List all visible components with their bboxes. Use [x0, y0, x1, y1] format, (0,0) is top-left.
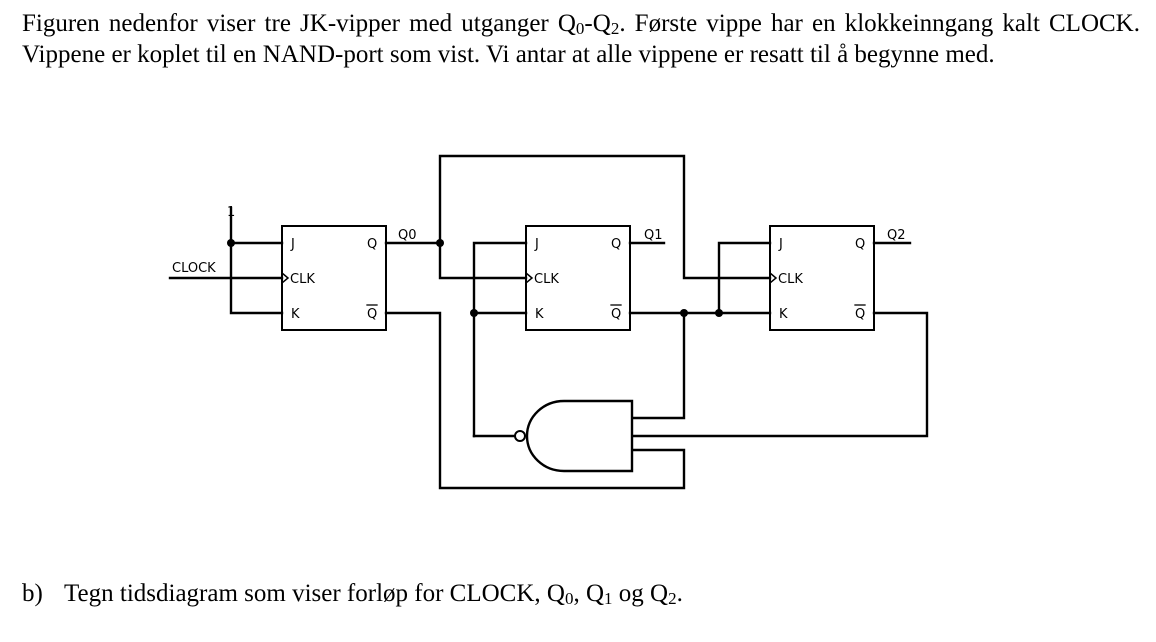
wire-q2bar-nand: [630, 311, 929, 438]
ff1-qbar-label: Q: [367, 307, 377, 322]
junction-ff2-k: [470, 309, 478, 317]
ff3-q-label: Q: [855, 237, 865, 252]
ff2-k-label: K: [535, 307, 544, 322]
junction-q0: [436, 239, 444, 247]
ff2-j-label: J: [534, 237, 539, 252]
intro-paragraph: Figuren nedenfor viser tre JK-vipper med…: [22, 10, 1140, 68]
nand-output-bubble: [514, 430, 526, 442]
ff1-j-label: J: [290, 237, 295, 252]
q2-output-label: Q2: [887, 228, 906, 243]
junction-ff3-k: [715, 309, 723, 317]
q1-output-label: Q1: [644, 228, 663, 243]
ff2-qbar-label: Q: [611, 307, 621, 322]
ff2-clk-label: CLK: [534, 272, 559, 287]
ff1-k-label: K: [291, 307, 300, 322]
ff1-q-label: Q: [367, 237, 377, 252]
wire-q0bar-nand: [384, 311, 686, 490]
flipflop-1-box: [281, 225, 387, 331]
ff1-clk-label: CLK: [290, 272, 315, 287]
junction-ff1-j: [227, 239, 235, 247]
junction-q1bar: [680, 309, 688, 317]
ff3-qbar-label: Q: [855, 307, 865, 322]
ff3-j-label: J: [778, 237, 783, 252]
nand-gate: [525, 399, 634, 473]
question-label: b): [22, 580, 43, 607]
wire-ff1-jk-high: [229, 206, 284, 315]
ff3-k-label: K: [779, 307, 788, 322]
clock-input-label: CLOCK: [172, 261, 216, 276]
q0-output-label: Q0: [398, 228, 417, 243]
question-b: b)Tegn tidsdiagram som viser forløp for …: [22, 580, 683, 608]
ff3-clk-label: CLK: [778, 272, 803, 287]
ff2-q-label: Q: [611, 237, 621, 252]
wire-ff2-jk: [472, 241, 528, 438]
